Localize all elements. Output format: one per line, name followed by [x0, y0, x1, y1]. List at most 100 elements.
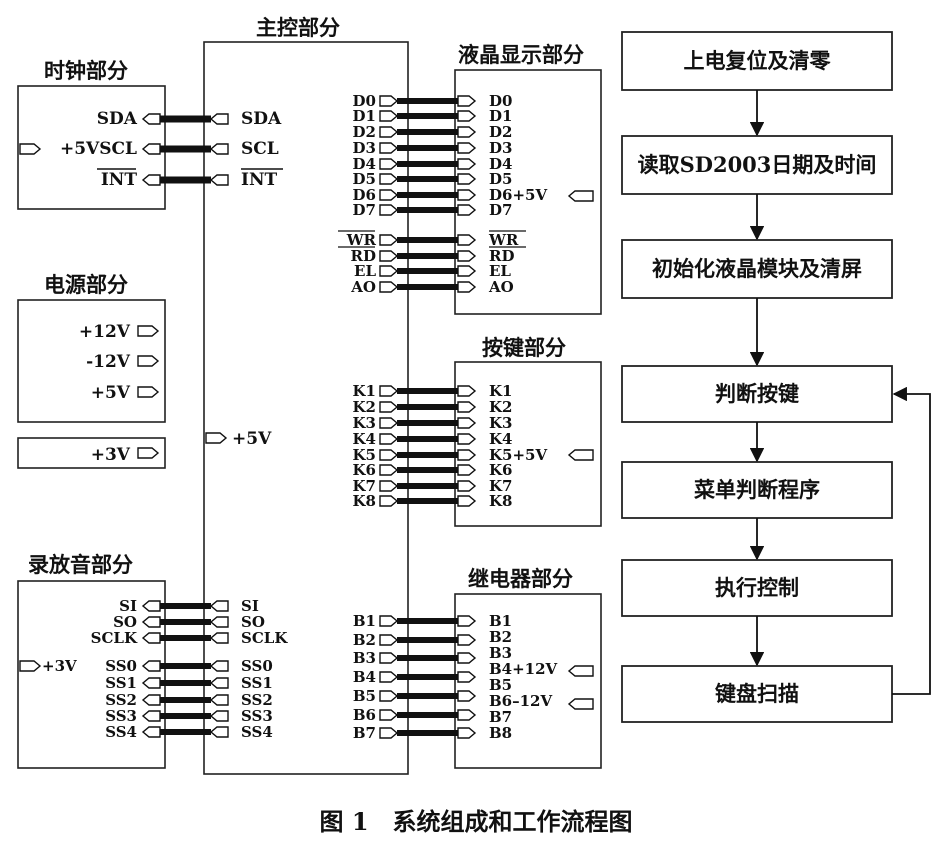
recorder-pin-label: SS0 [105, 657, 137, 675]
power-block [17, 299, 166, 423]
recorder-pin-connector [141, 632, 161, 644]
main-lcd-connector [379, 234, 399, 246]
main-relay-connector [379, 671, 399, 683]
main-lcd-pin-label: D2 [353, 123, 376, 141]
key-pin-connector [457, 417, 477, 429]
main-key-connector [379, 433, 399, 445]
recorder-pin-connector [141, 710, 161, 722]
main-relay-pin-label: B6 [353, 706, 376, 724]
main-lcd-pin-label: D5 [353, 170, 376, 188]
main-lcd-pin-label: AO [350, 278, 376, 296]
main-power-label: +5V [232, 429, 272, 449]
relay-pin-connector [457, 615, 477, 627]
main-lcd-pin-label: D4 [353, 155, 376, 173]
recorder-pin-label: SCLK [91, 629, 138, 647]
main-lcd-pin-label: D0 [353, 92, 376, 110]
clock-int-connector [141, 174, 161, 186]
lcd-pin-connector [457, 126, 477, 138]
main-key-pin-label: K3 [353, 414, 376, 432]
main-key-pin-label: K7 [353, 477, 376, 495]
lcd-pin-connector [457, 265, 477, 277]
main-lcd-connector [379, 173, 399, 185]
flowchart: 上电复位及清零读取SD2003日期及时间初始化液晶模块及清屏判断按键菜单判断程序… [621, 31, 931, 723]
power-out-5v: +5V [91, 383, 131, 403]
recorder-pin-connector [141, 726, 161, 738]
lcd-pin-label: WR [488, 231, 519, 249]
relay-pin-connector [457, 690, 477, 702]
relay-pin-connector [457, 709, 477, 721]
main-rec-pin-label: SS1 [241, 674, 273, 692]
lcd-pin-label: D6+5V [489, 186, 547, 204]
relay-12v-connector [567, 665, 594, 677]
clock-pin-int: INT [101, 170, 137, 190]
lcd-pin-label: D1 [489, 107, 512, 125]
main-rec-pin-label: SS2 [241, 691, 273, 709]
key-pin-connector [457, 401, 477, 413]
flow-step-label: 键盘扫描 [715, 681, 799, 706]
clock-scl-connector [141, 143, 161, 155]
main-title: 主控部分 [256, 15, 340, 40]
relay-pin-connector [457, 652, 477, 664]
clock-pin-scl: +5VSCL [60, 139, 137, 159]
main-lcd-connector [379, 110, 399, 122]
lcd-pin-connector [457, 110, 477, 122]
main-relay-pin-label: B1 [353, 612, 376, 630]
lcd-pin-label: D7 [489, 201, 512, 219]
relay-title: 继电器部分 [468, 566, 573, 591]
main-relay-pin-label: B4 [353, 668, 376, 686]
lcd-pin-label: RD [489, 247, 514, 265]
main-rec-connector [209, 600, 229, 612]
power-out-12v: +12V [79, 322, 131, 342]
clock-pin-sda: SDA [97, 109, 138, 129]
flow-loop-arrow [892, 386, 931, 695]
lcd-pin-connector [457, 234, 477, 246]
key-pin-connector [457, 480, 477, 492]
recorder-pin-label: SS4 [105, 723, 137, 741]
main-lcd-pin-label: WR [346, 231, 377, 249]
main-rec-pin-label: SCLK [241, 629, 288, 647]
main-relay-connector [379, 727, 399, 739]
main-lcd-pin-label: D3 [353, 139, 376, 157]
main-key-pin-label: K8 [353, 492, 376, 510]
main-key-pin-label: K1 [353, 382, 376, 400]
lcd-pin-connector [457, 95, 477, 107]
flow-step-label: 上电复位及清零 [684, 48, 832, 73]
lcd-5v-connector [567, 190, 594, 202]
key-pin-connector [457, 449, 477, 461]
clock-5v-input [19, 143, 42, 155]
power-aux-block [17, 437, 166, 469]
key-pin-connector [457, 464, 477, 476]
lcd-pin-label: D3 [489, 139, 512, 157]
main-rec-pin-label: SO [241, 613, 265, 631]
recorder-pin-connector [141, 616, 161, 628]
flow-step-label: 菜单判断程序 [693, 477, 820, 502]
lcd-pin-label: D4 [489, 155, 512, 173]
lcd-pin-label: D5 [489, 170, 512, 188]
relay-pin-connector [457, 727, 477, 739]
recorder-pin-connector [141, 694, 161, 706]
power-3v-connector [137, 447, 160, 459]
relay-pin-label: B3 [489, 644, 512, 662]
relay-pin-label: B8 [489, 724, 512, 742]
keys-block [454, 361, 602, 527]
main-rec-connector [209, 632, 229, 644]
main-key-pin-label: K4 [353, 430, 376, 448]
recorder-pin-label: SO [113, 613, 137, 631]
main-relay-pin-label: B2 [353, 631, 376, 649]
flow-step-box [621, 365, 893, 423]
main-lcd-pin-label: RD [351, 247, 376, 265]
power-title: 电源部分 [44, 272, 128, 297]
recorder-pin-label: SS3 [105, 707, 137, 725]
relay-neg12v-connector [567, 698, 594, 710]
main-lcd-pin-label: D6 [353, 186, 376, 204]
figure-caption: 图 1 系统组成和工作流程图 [319, 807, 632, 836]
key-pin-label: K5+5V [489, 446, 547, 464]
lcd-pin-connector [457, 173, 477, 185]
main-pin-sda: SDA [241, 109, 282, 129]
main-key-connector [379, 464, 399, 476]
power-aux-label: +3V [91, 445, 131, 465]
recorder-block [17, 580, 166, 769]
main-key-connector [379, 480, 399, 492]
